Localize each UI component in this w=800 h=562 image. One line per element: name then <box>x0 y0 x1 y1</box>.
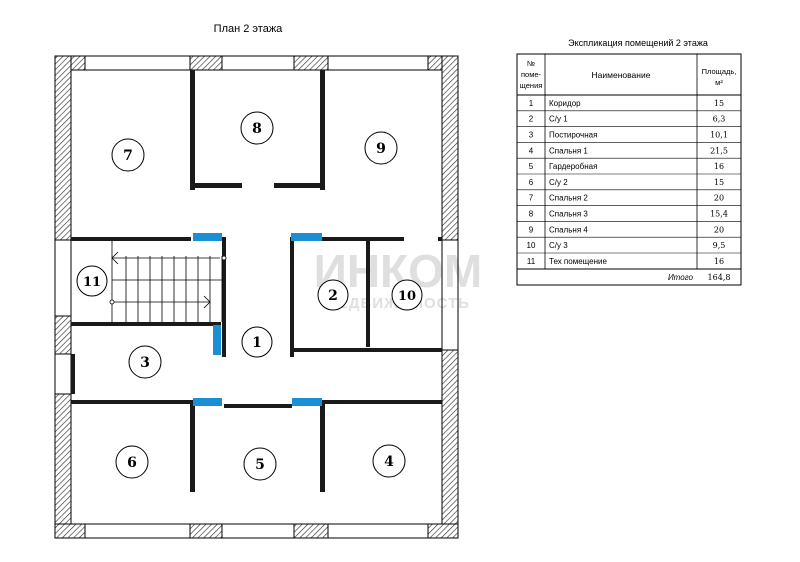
table-row: 10 С/у 3 9,5 <box>527 241 726 250</box>
row-name: С/у 1 <box>549 115 568 124</box>
plan-title: План 2 этажа <box>214 23 284 35</box>
row-name: С/у 2 <box>549 178 568 187</box>
table-row: 6 С/у 2 15 <box>529 178 724 187</box>
room-marker-3: 3 <box>128 345 162 379</box>
total-label: Итого <box>668 273 694 282</box>
room-number-label: 7 <box>123 148 133 164</box>
room-number-label: 2 <box>328 288 338 304</box>
room-marker-5: 5 <box>243 447 277 481</box>
wall-hatching <box>54 55 459 539</box>
table-grid <box>516 53 742 286</box>
row-area: 15 <box>714 99 724 108</box>
header-number-line2: поме- <box>521 70 542 79</box>
room-marker-9: 9 <box>364 131 398 165</box>
room-number-label: 1 <box>252 335 262 351</box>
row-number: 8 <box>529 210 534 219</box>
header-number-line3: щения <box>520 81 543 90</box>
header-area-line2: м² <box>715 78 723 87</box>
row-number: 1 <box>529 99 534 108</box>
row-area: 15 <box>714 178 724 187</box>
row-number: 7 <box>529 194 534 203</box>
row-name: Коридор <box>549 99 581 108</box>
room-marker-1: 1 <box>241 326 273 358</box>
table-row: 2 С/у 1 6,3 <box>529 115 726 124</box>
room-number-label: 4 <box>384 454 394 470</box>
row-area: 16 <box>714 162 724 171</box>
row-name: Спальня 2 <box>549 194 588 203</box>
row-area: 20 <box>714 194 724 203</box>
row-number: 6 <box>529 178 534 187</box>
room-marker-10: 10 <box>391 279 423 311</box>
row-number: 11 <box>527 257 536 266</box>
row-number: 2 <box>529 115 534 124</box>
row-area: 20 <box>714 225 724 234</box>
staircase <box>109 241 227 322</box>
row-number: 10 <box>527 241 536 250</box>
room-number-label: 10 <box>398 289 416 304</box>
room-marker-11: 11 <box>76 265 108 297</box>
row-name: Спальня 3 <box>549 210 588 219</box>
room-number-label: 5 <box>255 457 265 473</box>
header-number-line1: № <box>527 59 535 68</box>
header-area-line1: Площадь, <box>702 67 737 76</box>
room-number-label: 6 <box>127 455 137 471</box>
header-name: Наименование <box>592 70 651 80</box>
room-marker-4: 4 <box>372 444 406 478</box>
row-number: 3 <box>529 131 534 140</box>
row-area: 6,3 <box>713 115 726 124</box>
row-area: 16 <box>714 257 724 266</box>
explication-table: Экспликация помещений 2 этажа № поме- ще… <box>516 38 742 286</box>
row-name: Постирочная <box>549 131 597 140</box>
total-value: 164,8 <box>708 273 731 282</box>
table-row: 3 Постирочная 10,1 <box>529 131 728 140</box>
row-number: 4 <box>529 146 534 155</box>
table-title: Экспликация помещений 2 этажа <box>568 38 708 48</box>
room-number-label: 11 <box>83 275 101 290</box>
row-area: 21,5 <box>710 146 728 155</box>
room-marker-6: 6 <box>115 445 149 479</box>
table-row: 8 Спальня 3 15,4 <box>529 210 728 219</box>
table-row: 7 Спальня 2 20 <box>529 194 724 203</box>
room-number-label: 9 <box>376 141 386 157</box>
table-row: 5 Гардеробная 16 <box>529 162 724 171</box>
interior-walls <box>71 70 442 492</box>
room-number-label: 3 <box>140 355 150 371</box>
room-marker-8: 8 <box>240 111 274 145</box>
room-number-label: 8 <box>252 121 262 137</box>
room-marker-2: 2 <box>317 279 349 311</box>
table-header: № поме- щения Наименование Площадь, м² <box>520 59 737 90</box>
row-area: 15,4 <box>710 210 728 219</box>
row-area: 9,5 <box>713 241 726 250</box>
row-name: С/у 3 <box>549 241 568 250</box>
row-name: Спальня 4 <box>549 225 588 234</box>
table-row: 1 Коридор 15 <box>529 99 724 108</box>
row-name: Тех помещение <box>549 257 607 266</box>
table-row: 11 Тех помещение 16 <box>527 257 724 266</box>
table-row: 4 Спальня 1 21,5 <box>529 146 728 155</box>
table-row: 9 Спальня 4 20 <box>529 225 724 234</box>
row-area: 10,1 <box>710 131 728 140</box>
row-name: Гардеробная <box>549 162 597 171</box>
room-markers: 1 2 3 4 5 6 7 8 <box>76 111 423 481</box>
blue-openings <box>193 233 322 406</box>
row-name: Спальня 1 <box>549 146 588 155</box>
row-number: 9 <box>529 225 534 234</box>
outer-walls <box>54 55 459 539</box>
room-marker-7: 7 <box>111 138 145 172</box>
row-number: 5 <box>529 162 534 171</box>
